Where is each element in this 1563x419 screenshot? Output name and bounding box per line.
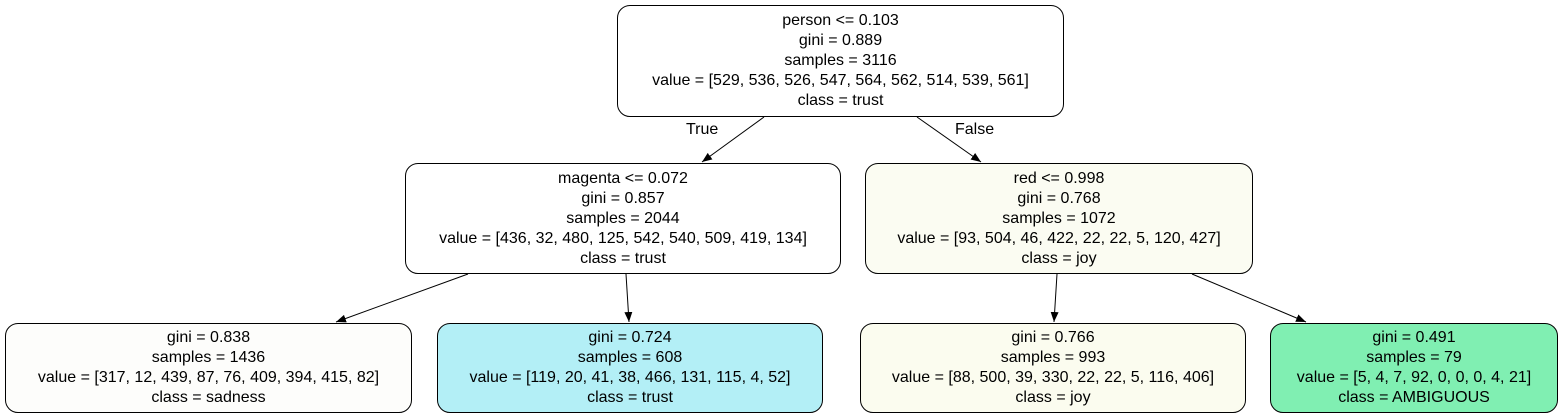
node-value: value = [5, 4, 7, 92, 0, 0, 0, 4, 21]	[1296, 369, 1532, 386]
edge-root-to-magenta	[701, 116, 765, 163]
node-class: class = trust	[587, 389, 673, 406]
node-gini: gini = 0.768	[1017, 189, 1101, 207]
node-samples: samples = 1436	[151, 349, 266, 366]
node-class: class = AMBIGUOUS	[1338, 389, 1490, 406]
tree-leaf-sadness: gini = 0.838 samples = 1436 value = [317…	[5, 323, 412, 413]
node-class: class = joy	[1021, 249, 1097, 267]
tree-node-root: person <= 0.103 gini = 0.889 samples = 3…	[617, 5, 1064, 117]
node-samples: samples = 608	[577, 349, 683, 366]
node-class: class = joy	[1015, 389, 1091, 406]
node-value: value = [119, 20, 41, 38, 466, 131, 115,…	[469, 369, 791, 386]
edge-magenta-to-trust	[624, 273, 633, 323]
tree-node-red-split: red <= 0.998 gini = 0.768 samples = 1072…	[865, 163, 1253, 274]
node-value: value = [317, 12, 439, 87, 76, 409, 394,…	[37, 369, 380, 386]
node-gini: gini = 0.724	[588, 329, 672, 346]
edge-red-to-joy	[1050, 273, 1059, 323]
node-class: class = trust	[797, 92, 884, 109]
node-value: value = [529, 536, 526, 547, 564, 562, 5…	[652, 72, 1029, 89]
node-class: class = trust	[580, 249, 666, 267]
node-gini: gini = 0.889	[798, 32, 883, 49]
node-gini: gini = 0.838	[166, 329, 251, 346]
tree-leaf-ambiguous: gini = 0.491 samples = 79 value = [5, 4,…	[1270, 323, 1558, 413]
edge-red-to-ambiguous	[1191, 273, 1307, 323]
node-samples: samples = 3116	[784, 52, 897, 69]
tree-leaf-joy: gini = 0.766 samples = 993 value = [88, …	[860, 323, 1246, 413]
node-value: value = [88, 500, 39, 330, 22, 22, 5, 11…	[891, 369, 1215, 386]
tree-leaf-trust: gini = 0.724 samples = 608 value = [119,…	[437, 323, 823, 413]
node-gini: gini = 0.766	[1011, 329, 1095, 346]
node-gini: gini = 0.491	[1372, 329, 1456, 346]
edge-label-false: False	[955, 121, 995, 138]
node-samples: samples = 79	[1366, 349, 1462, 366]
node-gini: gini = 0.857	[581, 189, 665, 207]
node-value: value = [93, 504, 46, 422, 22, 22, 5, 12…	[897, 229, 1221, 247]
node-samples: samples = 1072	[1002, 209, 1116, 227]
node-split-condition: person <= 0.103	[782, 12, 899, 29]
node-value: value = [436, 32, 480, 125, 542, 540, 50…	[439, 229, 807, 247]
node-split-condition: red <= 0.998	[1013, 169, 1105, 187]
node-class: class = sadness	[151, 389, 266, 406]
edge-label-true: True	[686, 121, 719, 138]
edge-magenta-to-sadness	[335, 273, 469, 323]
tree-node-magenta-split: magenta <= 0.072 gini = 0.857 samples = …	[405, 163, 841, 274]
node-samples: samples = 993	[1000, 349, 1106, 366]
edge-root-to-red	[916, 116, 982, 163]
node-samples: samples = 2044	[566, 209, 680, 227]
node-split-condition: magenta <= 0.072	[558, 169, 688, 187]
